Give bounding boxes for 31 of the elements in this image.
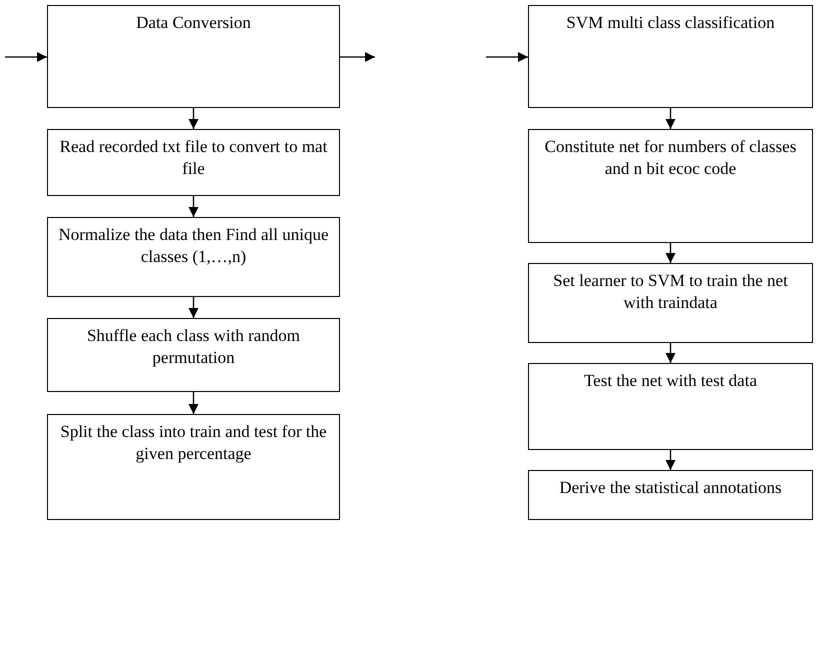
- process-box: [528, 129, 813, 243]
- arrow: [188, 108, 198, 129]
- arrow: [666, 108, 676, 129]
- step-text: Constitute net for numbers of classes and n bit ecoc code: [544, 136, 798, 180]
- process-box: [528, 363, 813, 450]
- process-box: [47, 414, 340, 520]
- process-box: [528, 470, 813, 520]
- process-box: [47, 5, 340, 108]
- step-text: Data Conversion: [135, 12, 252, 34]
- arrow: [666, 243, 676, 263]
- process-box: [47, 217, 340, 297]
- step-text: Derive the statistical annotations: [558, 477, 783, 499]
- process-box: [47, 129, 340, 196]
- process-box: [528, 263, 813, 343]
- step-text: Split the class into train and test for the given percentage: [59, 421, 328, 465]
- arrow: [340, 52, 375, 62]
- arrow: [486, 52, 528, 62]
- arrow: [666, 450, 676, 470]
- step-text: Shuffle each class with random permutation: [86, 325, 302, 369]
- process-box: [47, 318, 340, 392]
- step-text: Set learner to SVM to train the net with traindata: [552, 270, 789, 314]
- arrow: [666, 343, 676, 363]
- step-text: SVM multi class classification: [565, 12, 776, 34]
- process-box: [528, 5, 813, 108]
- arrow: [188, 392, 198, 414]
- step-text: Normalize the data then Find all unique classes (1,…,n): [57, 224, 330, 268]
- arrow: [188, 196, 198, 217]
- step-text: Test the net with test data: [582, 370, 758, 392]
- step-text: Read recorded txt file to convert to mat file: [58, 136, 328, 180]
- arrow: [188, 297, 198, 318]
- arrow: [5, 52, 47, 62]
